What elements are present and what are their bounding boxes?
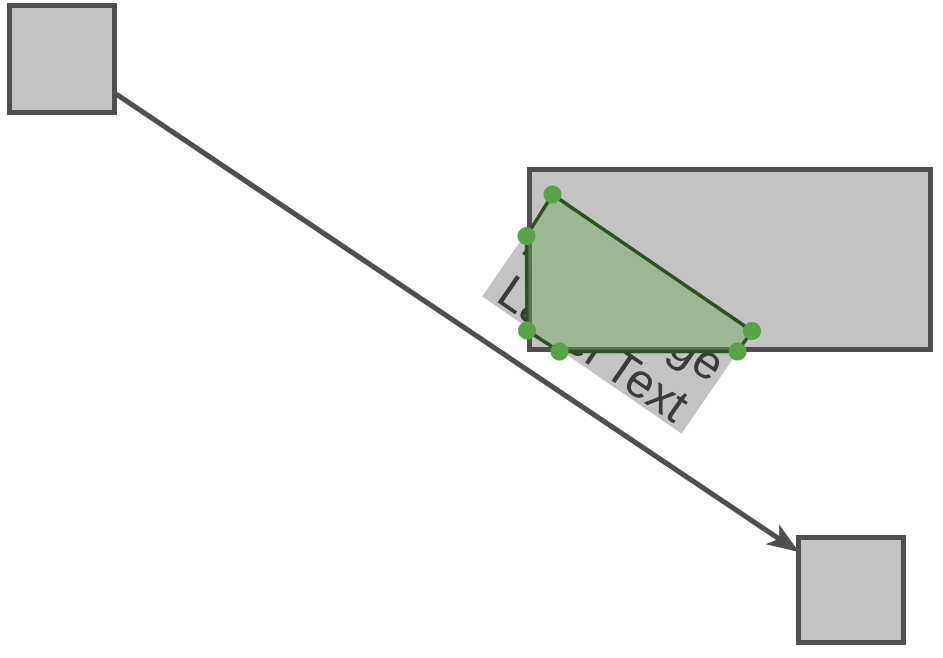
overlap-vertex-handle[interactable]: [728, 342, 747, 361]
overlap-vertex-handle[interactable]: [550, 342, 569, 361]
node-square-target[interactable]: [796, 535, 906, 645]
node-square-source[interactable]: [7, 3, 117, 115]
arrowhead-icon: [765, 524, 799, 552]
overlap-vertex-handle[interactable]: [743, 322, 761, 340]
overlap-vertex-handle[interactable]: [543, 185, 562, 204]
edge-connector-line[interactable]: [114, 91, 785, 544]
overlap-vertex-handle[interactable]: [517, 227, 536, 245]
overlap-vertex-handle[interactable]: [518, 321, 536, 340]
node-rectangle-large[interactable]: [527, 167, 933, 352]
